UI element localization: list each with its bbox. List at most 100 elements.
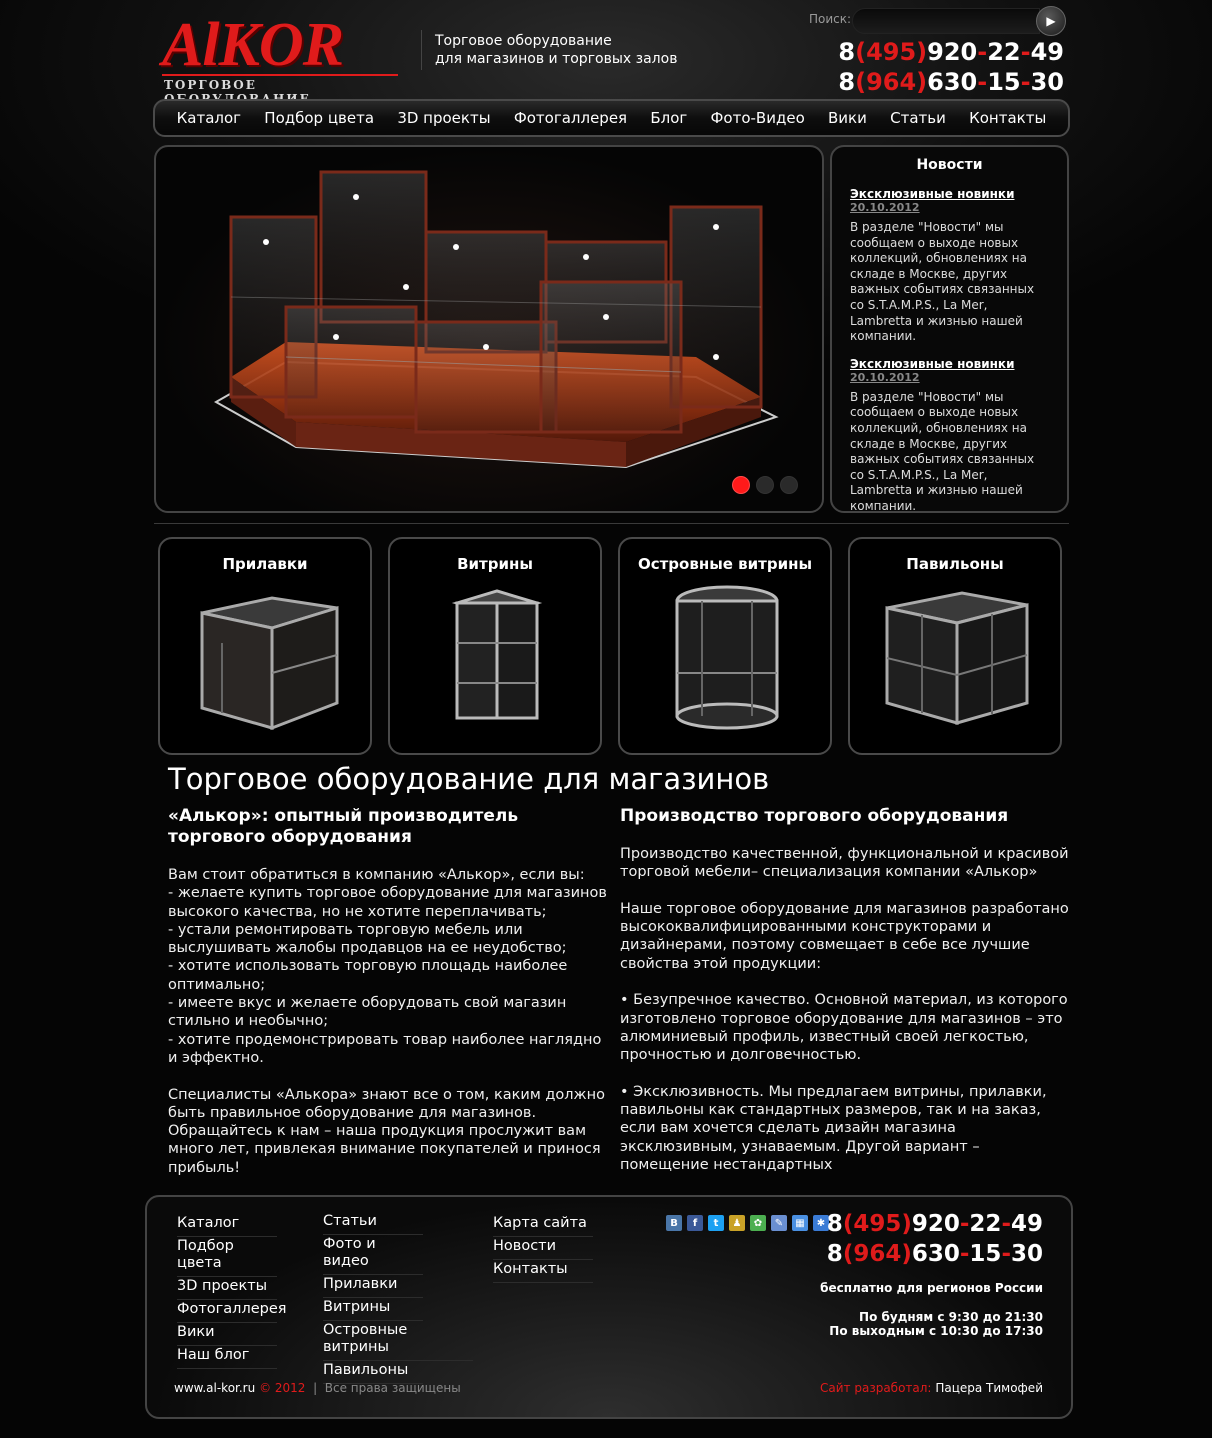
header-phone-1: 8(495)920-22-49 [838,38,1064,66]
footer-link-3d[interactable]: 3D проекты [177,1277,277,1300]
phone-dash: - [1001,1241,1011,1267]
footer-link-articles[interactable]: Статьи [323,1212,423,1235]
nav-photo-video[interactable]: Фото-Видео [710,109,805,127]
news-item-text: В разделе "Новости" мы сообщаем о выходе… [850,220,1035,344]
phone-digit: 630 [911,1241,960,1267]
footer-link-counters[interactable]: Прилавки [323,1275,423,1298]
phone-digit: 49 [1030,38,1064,66]
social-icons: В f t ♟ ✿ ✎ ▦ ✱ [666,1215,829,1231]
left-heading: «Алькор»: опытный производитель торговог… [168,806,519,847]
category-tile-pavilions[interactable]: Павильоны [848,537,1062,755]
hero-slider[interactable] [154,145,824,513]
footer-phone-2: 8(964)630-15-30 [827,1241,1043,1267]
showcase-illustration [213,170,779,469]
news-icon[interactable]: ▦ [792,1215,808,1231]
phone-dash: - [959,1211,970,1237]
nav-contacts[interactable]: Контакты [969,109,1047,127]
tile-title: Витрины [457,555,533,573]
nav-catalog[interactable]: Каталог [176,109,242,127]
right-heading: Производство торгового оборудования [620,806,1009,826]
footer-link-gallery[interactable]: Фотогаллерея [177,1300,286,1323]
nav-3d-projects[interactable]: 3D проекты [397,109,491,127]
footer-link-wiki[interactable]: Вики [177,1323,277,1346]
site-url[interactable]: www.al-kor.ru [174,1381,256,1395]
footer-link-island-showcases[interactable]: Островные витрины [323,1321,473,1361]
footer-col-3: Карта сайта Новости Контакты [493,1214,593,1283]
phone-dash: - [1020,38,1031,66]
phone-digit: 920 [911,1211,960,1237]
category-tile-counters[interactable]: Прилавки [158,537,372,755]
news-item-text: В разделе "Новости" мы сообщаем о выходе… [850,389,1035,513]
phone-digit: 22 [969,1211,1002,1237]
pencil-icon[interactable]: ✎ [771,1215,787,1231]
search-input[interactable] [852,8,1040,34]
footer-developer: Сайт разработал: Пацера Тимофей [820,1381,1043,1395]
tagline-separator [421,30,422,70]
nav-color-picker[interactable]: Подбор цвета [264,109,375,127]
gear-icon[interactable]: ✱ [813,1215,829,1231]
category-tile-showcases[interactable]: Витрины [388,537,602,755]
footer: Каталог Подбор цвета 3D проекты Фотогалл… [145,1195,1073,1419]
counter-illustration [200,596,339,731]
news-item: Эксклюзивные новинки 20.10.2012 В раздел… [850,357,1049,515]
category-tile-island-showcases[interactable]: Островные витрины [618,537,832,755]
nav-blog[interactable]: Блог [650,109,688,127]
footer-hours: По будням с 9:30 до 21:30 По выходным с … [829,1310,1043,1338]
twitter-icon[interactable]: t [708,1215,724,1231]
footer-link-showcases[interactable]: Витрины [323,1298,423,1321]
footer-link-contacts[interactable]: Контакты [493,1260,593,1283]
tagline: Торговое оборудование для магазинов и то… [435,32,735,68]
right-body: Производство качественной, функционально… [620,846,1069,1174]
phone-digit: 15 [969,1241,1002,1267]
island-showcase-icon [675,585,779,730]
phone-digit: 630 [927,68,978,96]
copyright-year: © 2012 [259,1381,306,1395]
slider-dot-3[interactable] [780,476,798,494]
facebook-icon[interactable]: f [687,1215,703,1231]
phone-code: (964) [855,68,928,96]
phone-digit: 8 [838,68,856,96]
search-button[interactable]: ▶ [1036,6,1066,36]
footer-link-sitemap[interactable]: Карта сайта [493,1214,593,1237]
logo[interactable]: AlKOR ТОРГОВОЕ ОБОРУДОВАНИЕ [162,11,398,106]
people-icon[interactable]: ♟ [729,1215,745,1231]
tagline-line-2: для магазинов и торговых залов [435,51,678,67]
nav-photo-gallery[interactable]: Фотогаллерея [513,109,628,127]
footer-link-blog[interactable]: Наш блог [177,1346,277,1369]
content-left: «Алькор»: опытный производитель торговог… [168,806,608,1177]
footer-link-photo-video[interactable]: Фото и видео [323,1235,423,1275]
myworld-icon[interactable]: ✿ [750,1215,766,1231]
footer-copyright: www.al-kor.ru © 2012 | Все права защищен… [174,1381,461,1395]
logo-text: AlKOR [162,11,344,79]
page-title: Торговое оборудование для магазинов [168,762,770,796]
footer-link-pavilions[interactable]: Павильоны [323,1361,423,1384]
phone-digit: 8 [826,1211,843,1237]
phone-code: (964) [842,1241,912,1267]
slider-dot-1[interactable] [732,476,750,494]
slider-dot-2[interactable] [756,476,774,494]
footer-link-news[interactable]: Новости [493,1237,593,1260]
developer-name[interactable]: Пацера Тимофей [935,1381,1043,1395]
news-item-date: 20.10.2012 [850,201,920,214]
news-item: Эксклюзивные новинки 20.10.2012 В раздел… [850,187,1049,345]
pavilion-icon [885,591,1029,725]
nav-articles[interactable]: Статьи [890,109,946,127]
phone-dash: - [977,38,988,66]
nav-wiki[interactable]: Вики [828,109,867,127]
phone-digit: 49 [1010,1211,1043,1237]
hours-weekdays: По будням с 9:30 до 21:30 [859,1310,1043,1324]
play-arrow-icon: ▶ [1046,14,1056,28]
phone-dash: - [1001,1211,1011,1237]
section-divider [154,523,1069,524]
footer-link-color[interactable]: Подбор цвета [177,1237,277,1277]
main-nav: Каталог Подбор цвета 3D проекты Фотогалл… [153,99,1070,137]
phone-digit: 920 [927,38,978,66]
news-panel: Новости Эксклюзивные новинки 20.10.2012 … [830,145,1069,513]
copyright-sep: | [313,1381,318,1395]
news-item-link[interactable]: Эксклюзивные новинки [850,187,1015,201]
developer-label: Сайт разработал: [820,1381,932,1395]
vk-icon[interactable]: В [666,1215,682,1231]
tile-title: Островные витрины [637,555,813,573]
news-item-link[interactable]: Эксклюзивные новинки [850,356,1015,371]
footer-link-catalog[interactable]: Каталог [177,1214,277,1237]
